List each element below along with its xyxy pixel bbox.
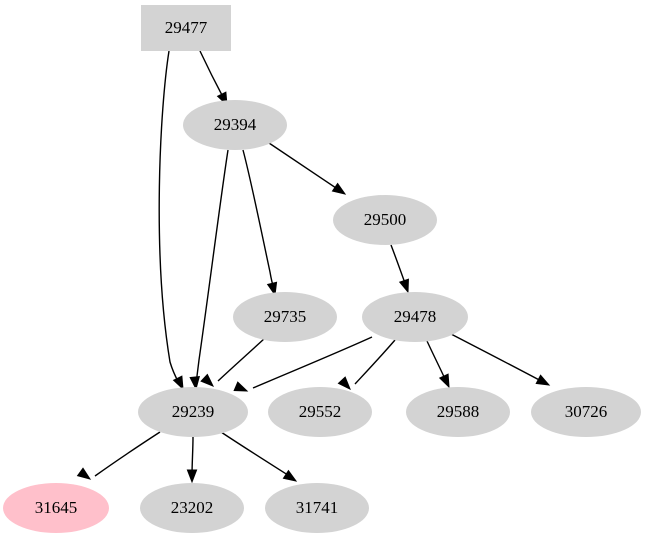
edge-line [390, 244, 407, 287]
graph-edge [158, 50, 184, 391]
graph-node-23202[interactable]: 23202 [140, 483, 244, 533]
node-ellipse-shape[interactable] [140, 483, 244, 533]
graph-edge [233, 336, 373, 392]
graph-edge [337, 339, 396, 391]
edges-layer [76, 50, 551, 484]
node-ellipse-shape[interactable] [183, 100, 287, 150]
edge-arrowhead [172, 375, 184, 391]
node-box-shape[interactable] [141, 5, 231, 51]
graph-node-30726[interactable]: 30726 [531, 387, 641, 437]
edge-line [252, 336, 373, 389]
graph-edge [426, 340, 450, 389]
graph-node-29478[interactable]: 29478 [362, 292, 468, 342]
edge-arrowhead [282, 469, 298, 482]
node-ellipse-shape[interactable] [265, 483, 369, 533]
edge-line [199, 50, 225, 100]
edge-arrowhead [398, 278, 409, 294]
edge-arrowhead [233, 381, 249, 392]
graph-node-29477[interactable]: 29477 [141, 5, 231, 51]
edge-line [450, 333, 544, 383]
graph-edge [200, 337, 266, 387]
graph-node-29239[interactable]: 29239 [138, 387, 248, 437]
edge-arrowhead [76, 467, 92, 480]
edge-line [158, 50, 181, 386]
node-ellipse-shape[interactable] [531, 387, 641, 437]
node-ellipse-shape[interactable] [362, 292, 468, 342]
graph-edge [390, 244, 409, 294]
edge-arrowhead [186, 469, 198, 484]
node-ellipse-shape[interactable] [138, 387, 248, 437]
edge-arrowhead [331, 182, 347, 195]
edge-arrowhead [200, 373, 215, 387]
node-ellipse-shape[interactable] [233, 292, 337, 342]
graph-edge [242, 149, 278, 297]
edge-line [268, 142, 340, 191]
edge-arrowhead [535, 374, 551, 386]
edge-arrowhead [189, 376, 200, 391]
edge-line [426, 340, 447, 382]
edge-arrowhead [266, 281, 278, 297]
node-ellipse-shape[interactable] [268, 387, 372, 437]
graph-edge [189, 149, 229, 391]
edge-line [242, 149, 275, 290]
graph-edge [76, 431, 161, 480]
graph-node-29588[interactable]: 29588 [406, 387, 510, 437]
graph-node-29735[interactable]: 29735 [233, 292, 337, 342]
node-ellipse-shape[interactable] [333, 195, 437, 245]
edge-line [94, 431, 161, 477]
edge-line [354, 339, 396, 385]
graph-edge [268, 142, 347, 195]
graph-node-29394[interactable]: 29394 [183, 100, 287, 150]
graph-edge [220, 431, 298, 482]
edge-arrowhead [337, 376, 351, 391]
edge-line [220, 431, 292, 478]
graph-node-29552[interactable]: 29552 [268, 387, 372, 437]
edge-line [195, 149, 229, 385]
graph-node-29500[interactable]: 29500 [333, 195, 437, 245]
node-ellipse-shape[interactable] [3, 483, 109, 533]
edge-arrowhead [438, 373, 450, 389]
node-ellipse-shape[interactable] [406, 387, 510, 437]
graph-node-31645[interactable]: 31645 [3, 483, 109, 533]
nodes-layer: 29477 29394 29500 29735 29478 29239 29552 29588… [3, 5, 641, 533]
graph-edge [186, 436, 198, 484]
graph-edge [199, 50, 228, 107]
edge-line [217, 337, 266, 382]
graph-node-31741[interactable]: 31741 [265, 483, 369, 533]
graph-edge [450, 333, 551, 386]
